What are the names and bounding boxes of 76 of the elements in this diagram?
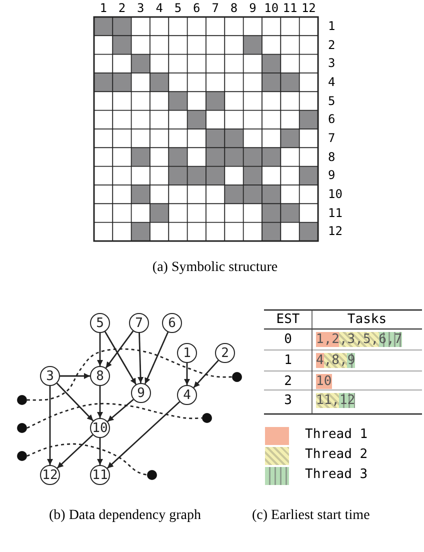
endpoint-dot — [17, 395, 27, 405]
task-node: 5 — [90, 313, 110, 333]
column-number: 10 — [263, 1, 280, 15]
arrow — [105, 330, 134, 368]
column-number: 7 — [210, 1, 220, 15]
row-number: 4 — [328, 75, 336, 89]
task-node: 2 — [215, 343, 235, 363]
arrow — [144, 332, 169, 384]
arrow — [107, 398, 134, 422]
figure-caption: (b) Data dependency graph — [48, 507, 202, 525]
arrow — [56, 382, 94, 422]
arrow — [184, 363, 190, 385]
row-number: 12 — [328, 224, 342, 238]
row-number: 9 — [328, 168, 336, 182]
dashed-curve — [26, 402, 202, 429]
endpoint-dot — [147, 470, 157, 480]
task-node: 3 — [40, 366, 60, 386]
column-number: 2 — [117, 1, 127, 15]
arrow — [138, 332, 144, 384]
endpoint-dot — [232, 372, 242, 382]
column-number: 5 — [173, 1, 183, 15]
row-number: 5 — [328, 94, 336, 108]
arrow — [47, 386, 53, 465]
task-node: 1 — [177, 343, 197, 363]
endpoint-dot — [17, 451, 27, 461]
column-header: Tasks — [346, 311, 388, 328]
column-header: EST — [275, 311, 301, 328]
task-list: 10 — [316, 373, 332, 390]
task-node: 9 — [131, 383, 151, 403]
task-node: 11 — [90, 465, 110, 485]
figure-caption: (a) Symbolic structure — [151, 259, 279, 277]
row-number: 10 — [328, 187, 342, 202]
column-number: 8 — [229, 1, 239, 15]
task-list: 4,8,9 — [316, 352, 356, 369]
legend-label: Thread 3 — [305, 467, 368, 482]
arrow — [97, 386, 103, 418]
row-number: 6 — [328, 112, 336, 126]
row-number: 7 — [328, 131, 336, 146]
column-number: 9 — [248, 1, 258, 15]
figure-caption: (c) Earliest start time — [252, 507, 371, 525]
task-node: 12 — [40, 465, 60, 485]
column-number: 3 — [136, 1, 146, 15]
legend-label: Thread 2 — [305, 447, 368, 462]
column-number: 6 — [192, 1, 202, 15]
row-number: 2 — [328, 38, 336, 52]
task-node: 10 — [90, 418, 110, 438]
task-list: 11,12 — [316, 392, 356, 409]
task-node: 7 — [129, 313, 149, 333]
endpoint-dot — [17, 423, 27, 433]
est-value: 3 — [283, 392, 293, 409]
est-value: 0 — [283, 331, 293, 348]
row-number: 8 — [328, 150, 336, 164]
dashed-curve — [27, 348, 232, 401]
est-value: 2 — [283, 373, 293, 390]
arrow — [104, 331, 137, 385]
row-number: 1 — [328, 19, 336, 33]
arrow — [56, 434, 94, 469]
column-number: 4 — [154, 1, 164, 15]
arrow — [60, 373, 90, 379]
arrow — [106, 401, 180, 469]
task-node: 4 — [177, 385, 197, 405]
legend-label: Thread 1 — [305, 427, 368, 442]
column-number: 11 — [282, 1, 298, 15]
dashed-curve — [26, 443, 148, 476]
column-number: 12 — [300, 1, 317, 15]
est-value: 1 — [283, 352, 293, 369]
row-number: 11 — [328, 206, 342, 220]
task-node: 6 — [162, 313, 182, 333]
arrow — [97, 333, 103, 366]
column-number: 1 — [98, 1, 108, 15]
arrow — [193, 360, 219, 388]
endpoint-dot — [202, 413, 212, 423]
row-number: 3 — [328, 56, 336, 70]
arrow — [97, 438, 103, 465]
task-list: 1,2,3,5,6,7 — [316, 331, 402, 348]
task-node: 8 — [90, 366, 110, 386]
